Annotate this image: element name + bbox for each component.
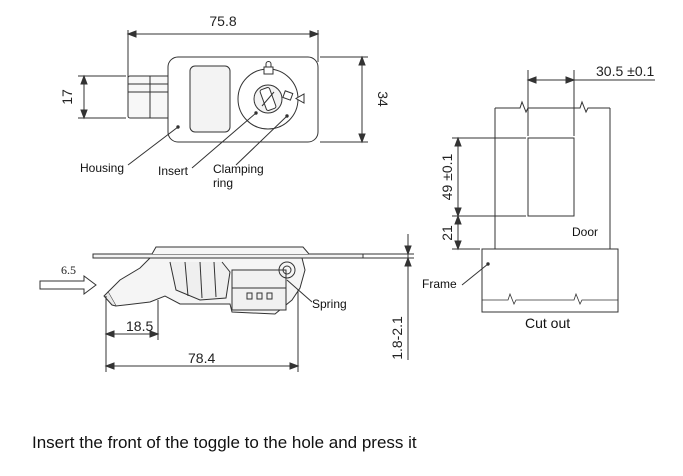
overall-length-dim: 78.4 (188, 350, 215, 366)
cut-out-label: Cut out (525, 315, 570, 331)
top-height-dim: 34 (375, 91, 391, 107)
frame-panel (481, 248, 619, 313)
top-width-dim: 75.8 (209, 13, 236, 29)
lock-icon (263, 66, 274, 75)
door-label: Door (572, 225, 598, 239)
toggle-length-dim: 18.5 (126, 318, 153, 334)
spring-label: Spring (312, 297, 347, 311)
cutout-height-dim: 49 ±0.1 (439, 153, 455, 200)
cutout-view (452, 70, 655, 313)
cutout-hole (527, 137, 575, 217)
panel-plate (92, 253, 364, 259)
insert-direction-arrow (39, 275, 97, 295)
handle-height-dim: 17 (59, 89, 75, 105)
clamping-ring-label-line2: ring (213, 176, 233, 190)
insert-depth-dim: 6.5 (61, 263, 76, 277)
unlock-icon (282, 90, 294, 101)
insert-label: Insert (158, 164, 189, 178)
panel-thickness-dim: 1.8-2.1 (389, 316, 405, 360)
cutout-offset-dim: 21 (439, 225, 455, 241)
cutout-width-dim: 30.5 ±0.1 (596, 63, 654, 79)
side-view (39, 234, 414, 372)
frame-label: Frame (422, 277, 457, 291)
arrow-indicator-icon (294, 93, 305, 104)
top-view (78, 30, 368, 169)
clamping-ring-label-line1: Clamping (213, 162, 264, 176)
spring-coil (278, 261, 296, 279)
handle-recess (189, 65, 231, 133)
instruction-caption: Insert the front of the toggle to the ho… (32, 433, 417, 452)
housing-label: Housing (80, 161, 124, 175)
